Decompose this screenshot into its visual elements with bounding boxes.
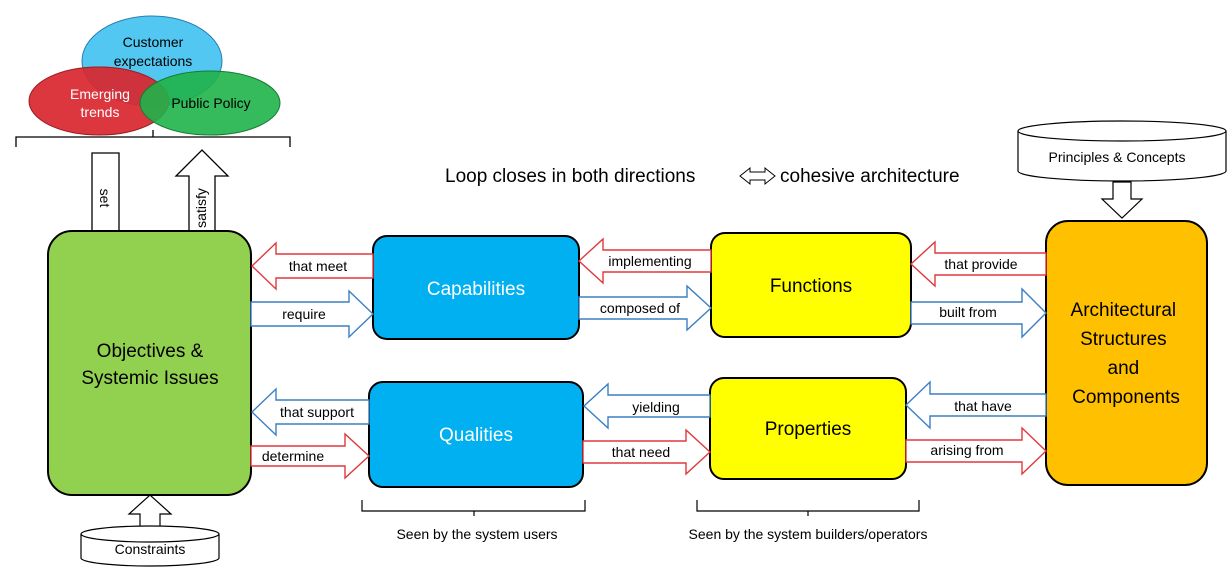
- architecture-line3: and: [1108, 358, 1140, 379]
- constraints-label: Constraints: [115, 541, 186, 557]
- implementing-arrow: implementing: [577, 237, 712, 285]
- composed-of-arrow: composed of: [578, 284, 713, 332]
- venn-customer-line2: expectations: [114, 53, 193, 69]
- svg-text:Objectives &Systemic Issues: Objectives & Systemic Issues: [81, 341, 218, 389]
- architecture-line2: Structures: [1080, 329, 1167, 350]
- that-need-label: that need: [612, 444, 670, 460]
- that-have-arrow: that have: [904, 380, 1047, 430]
- arising-from-label: arising from: [930, 442, 1003, 458]
- composed-of-label: composed of: [600, 300, 680, 316]
- venn-brace: [15, 130, 291, 147]
- objectives-box: Objectives & Systemic Issues: [47, 230, 252, 496]
- objectives-line1: Objectives &: [97, 341, 204, 362]
- require-label: require: [282, 306, 326, 322]
- properties-label: Properties: [765, 419, 852, 440]
- that-need-arrow: that need: [582, 428, 712, 476]
- loop-title: Loop closes in both directions cohesive …: [445, 166, 960, 187]
- venn-diagram: Customer expectations Emerging trends Publ…: [28, 15, 281, 136]
- that-provide-label: that provide: [944, 256, 1017, 272]
- users-bracket: [361, 500, 586, 516]
- architecture-line1: Architectural: [1071, 300, 1177, 321]
- built-from-label: built from: [939, 304, 997, 320]
- title-suffix-text: cohesive architecture: [780, 166, 960, 187]
- venn-emerging-line1: Emerging: [70, 86, 130, 102]
- qualities-label: Qualities: [439, 425, 513, 446]
- determine-label: determine: [262, 448, 324, 464]
- that-meet-arrow: that meet: [250, 241, 374, 291]
- functions-label: Functions: [770, 276, 852, 297]
- venn-policy-label: Public Policy: [171, 95, 250, 111]
- properties-box: Properties: [709, 377, 907, 480]
- determine-arrow: determine: [250, 432, 371, 480]
- that-meet-label: that meet: [289, 258, 347, 274]
- svg-text:Architectural Structures: Architectural Structures and Components: [1071, 300, 1182, 408]
- title-text: Loop closes in both directions: [445, 166, 695, 187]
- capabilities-label: Capabilities: [427, 279, 525, 300]
- architecture-line4: Components: [1072, 387, 1180, 408]
- builders-bracket: [696, 500, 920, 516]
- implementing-label: implementing: [608, 253, 691, 269]
- principles-cylinder: Principles & Concepts: [1017, 120, 1227, 182]
- venn-customer-line1: Customer: [123, 34, 184, 50]
- builders-bracket-label: Seen by the system builders/operators: [689, 526, 928, 542]
- constraints-cylinder: Constraints: [80, 525, 220, 567]
- capabilities-box: Capabilities: [372, 235, 580, 340]
- double-arrow-icon: [739, 166, 776, 186]
- architecture-box: Architectural Structures and Components: [1045, 220, 1208, 486]
- qualities-box: Qualities: [368, 381, 584, 488]
- objectives-line2: Systemic Issues: [81, 368, 218, 389]
- public-policy-circle: [139, 70, 281, 136]
- yielding-label: yielding: [632, 399, 679, 415]
- venn-emerging-line2: trends: [81, 104, 120, 120]
- require-arrow: require: [250, 289, 375, 339]
- that-support-label: that support: [280, 404, 354, 420]
- principles-label: Principles & Concepts: [1049, 149, 1186, 165]
- that-support-arrow: that support: [250, 387, 370, 437]
- built-from-arrow: built from: [910, 287, 1047, 339]
- arising-from-arrow: arising from: [905, 426, 1048, 476]
- that-have-label: that have: [954, 398, 1012, 414]
- functions-box: Functions: [710, 232, 912, 338]
- users-bracket-label: Seen by the system users: [396, 526, 557, 542]
- principles-arrow: [1100, 181, 1144, 219]
- yielding-arrow: yielding: [582, 382, 711, 430]
- satisfy-label: satisfy: [193, 188, 209, 228]
- set-label: set: [97, 189, 113, 208]
- that-provide-arrow: that provide: [909, 240, 1047, 288]
